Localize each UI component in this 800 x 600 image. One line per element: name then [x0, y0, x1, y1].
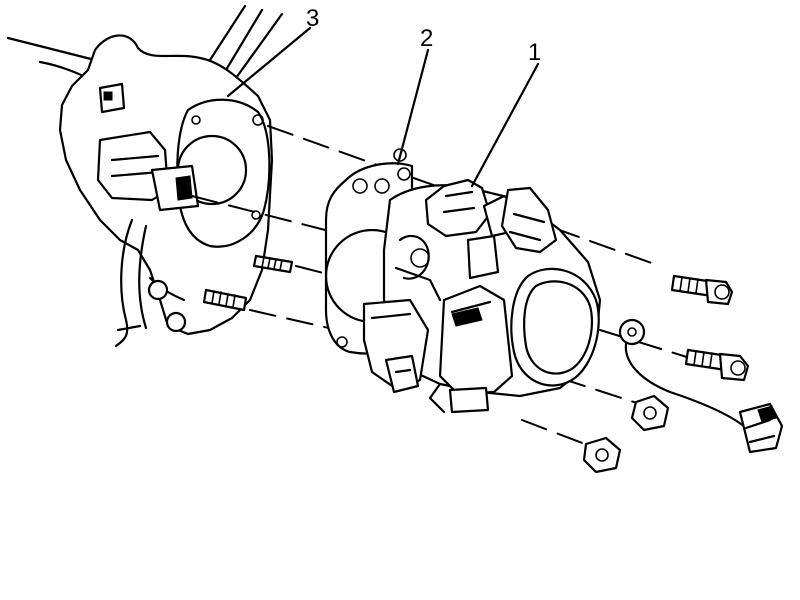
callout-label-3: 3 [306, 5, 319, 32]
callout-label-2: 2 [420, 25, 433, 52]
intake-manifold [6, 4, 284, 348]
nut-lower [582, 436, 622, 474]
manifold-stud-lower [202, 288, 248, 312]
callout-label-1: 1 [528, 39, 541, 66]
nut-upper [630, 394, 670, 432]
callout-1: 1 [470, 39, 541, 188]
manifold-stud-upper [252, 254, 294, 274]
bolt-lower [684, 348, 750, 382]
ground-wire [618, 318, 784, 454]
callout-3: 3 [226, 5, 319, 98]
callout-2: 2 [396, 25, 433, 166]
throttle-body [362, 178, 602, 414]
bolt-upper [670, 274, 734, 306]
